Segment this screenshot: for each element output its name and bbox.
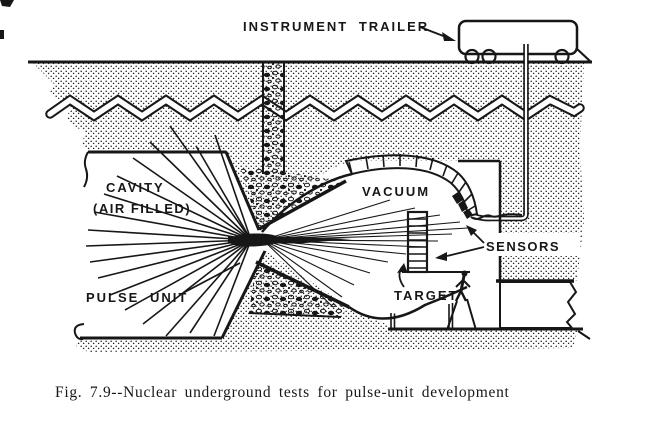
- chamber-bottom: [348, 285, 468, 329]
- target-column: [402, 210, 470, 274]
- pulse-unit-leader: [182, 262, 241, 294]
- technician-figure: [446, 270, 477, 331]
- cavity-label-line1: CAVITY: [106, 180, 165, 195]
- scan-artifacts: [0, 0, 14, 39]
- trailer-wheel: [554, 48, 570, 65]
- annotations: INSTRUMENT TRAILER CAVITY (AIR FILLED) V…: [86, 19, 580, 305]
- trailer-wheel: [481, 48, 497, 65]
- pedestal-legs: [390, 303, 454, 329]
- instrument-trailer-label: INSTRUMENT TRAILER: [243, 19, 429, 34]
- sensors-arrowhead-lower: [435, 252, 447, 261]
- sensors-leader-lower: [446, 246, 485, 257]
- instrument-trailer-leader: [419, 26, 447, 38]
- sensors-label-halo: [480, 233, 580, 256]
- pulse-unit-label: PULSE UNIT: [86, 290, 188, 305]
- sensors-arrowhead-upper: [466, 225, 477, 236]
- backfilled-shaft: [262, 62, 285, 174]
- ladder: [446, 298, 477, 331]
- trench-edges: [458, 159, 502, 281]
- zigzag-stratum-line: [45, 94, 585, 122]
- pulse-burst-rays: [85, 125, 469, 337]
- floor-edge-tick: [577, 330, 591, 340]
- arch-brick-band: [344, 154, 479, 218]
- target-arrowhead: [397, 263, 407, 273]
- instrument-trailer-arrowhead: [442, 32, 456, 41]
- sensor-devices: [452, 192, 523, 220]
- figure-caption: Fig. 7.9--Nuclear underground tests for …: [55, 384, 510, 401]
- sensors-label: SENSORS: [486, 239, 560, 254]
- cavity-label-line2: (AIR FILLED): [93, 201, 191, 216]
- ground-upper-mass: [32, 62, 584, 281]
- trailer-tow-bar: [575, 47, 592, 63]
- vacuum-label: VACUUM: [362, 184, 430, 199]
- target-label: TARGET: [394, 288, 458, 303]
- instrument-trailer: [457, 19, 592, 65]
- lower-rubble-wedge: [248, 260, 350, 318]
- trailer-wheel: [464, 48, 480, 65]
